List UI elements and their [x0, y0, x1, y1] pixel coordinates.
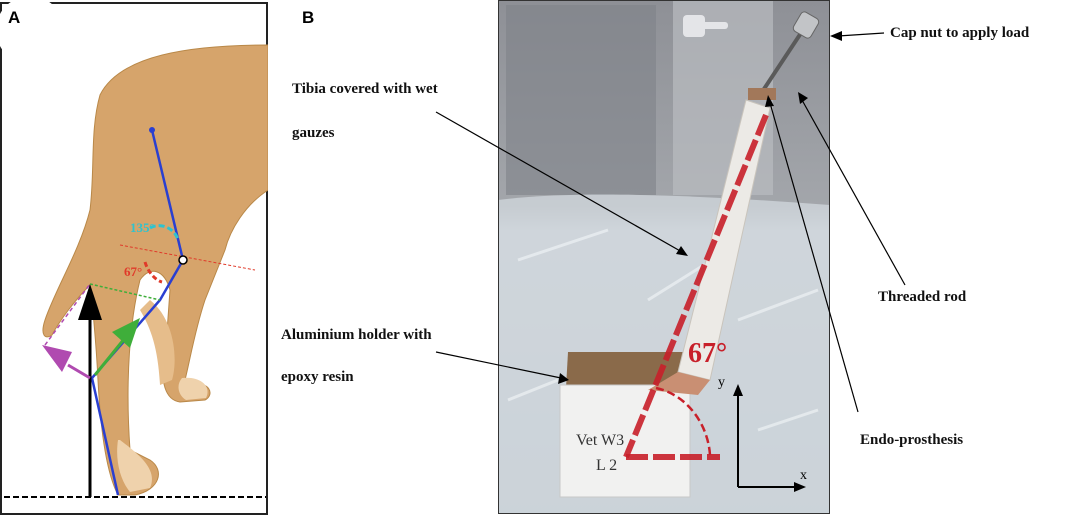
- door-panel: [506, 5, 656, 195]
- panel-b: Vet W3 L 2 67° y x: [498, 0, 830, 515]
- holder-marking-2: L 2: [596, 457, 617, 474]
- door-handle-lever: [698, 22, 728, 29]
- label-tibia-line2: gauzes: [292, 125, 335, 141]
- panel-b-frame: [498, 0, 830, 514]
- dog-photo: [42, 44, 269, 496]
- holder-marking-1: Vet W3: [576, 432, 624, 449]
- leader-aluminium: [435, 351, 562, 379]
- panel-a-letter: A: [8, 8, 21, 27]
- hip-joint: [149, 127, 155, 133]
- label-endo-prosthesis: Endo-prosthesis: [860, 432, 964, 448]
- leader-tibia: [435, 111, 683, 253]
- axial-force-arrow: [93, 337, 127, 376]
- tibia-axis-line: [623, 113, 769, 459]
- leader-cap-nut: [837, 32, 885, 37]
- axial-force-arrowhead: [112, 318, 140, 348]
- force-projection-line: [89, 283, 161, 301]
- door-handle: [683, 15, 705, 37]
- y-axis-label: y: [718, 375, 725, 390]
- stifle-joint: [178, 255, 188, 265]
- angle-arc-67: [143, 261, 163, 284]
- label-cap-nut: Cap nut to apply load: [890, 25, 1030, 41]
- leader-cap-nut-arrowhead: [830, 31, 842, 41]
- label-tibia-line1: Tibia covered with wet: [292, 81, 438, 97]
- letter-backdrop: [0, 0, 64, 64]
- vertical-force-arrowhead: [78, 284, 102, 320]
- shear-projection-line: [44, 283, 91, 346]
- leader-threaded-rod-arrowhead: [798, 92, 808, 104]
- leader-tibia-arrowhead: [676, 246, 688, 256]
- angle-label: 67°: [688, 338, 727, 369]
- leader-endo-prosthesis-arrowhead: [765, 95, 774, 107]
- leader-threaded-rod: [801, 99, 906, 286]
- label-aluminium-line2: epoxy resin: [281, 369, 354, 385]
- angle-label-67: 67°: [124, 264, 142, 279]
- plastic-wrinkles: [507, 228, 819, 432]
- x-axis-label: x: [800, 468, 807, 483]
- cap-nut: [792, 11, 820, 39]
- shear-force-arrowhead: [42, 345, 72, 372]
- panel-b-photo: Vet W3 L 2 67° y x: [498, 0, 830, 515]
- aluminium-holder: [559, 384, 691, 498]
- panel-a-figure: 135° 67°: [0, 0, 269, 515]
- angle-label-135: 135°: [130, 220, 155, 235]
- leader-aluminium-arrowhead: [558, 373, 569, 384]
- threaded-rod: [758, 28, 805, 97]
- x-axis-arrowhead: [794, 482, 806, 492]
- panel-b-letter: B: [302, 8, 315, 27]
- angle-arc-135: [149, 224, 180, 241]
- shear-force-arrow: [67, 363, 91, 380]
- leader-endo-prosthesis: [769, 102, 859, 413]
- y-axis-arrowhead: [733, 384, 743, 396]
- label-threaded-rod: Threaded rod: [878, 289, 967, 305]
- label-aluminium-line1: Aluminium holder with: [281, 327, 432, 343]
- panel-a: 135° 67° A: [0, 0, 269, 518]
- reference-line-red: [119, 244, 256, 271]
